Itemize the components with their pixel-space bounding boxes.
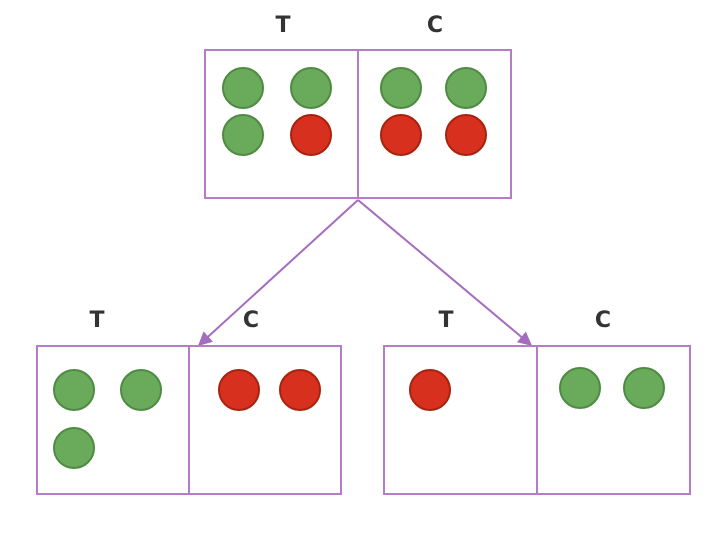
green-dot <box>222 67 264 109</box>
red-dot <box>409 369 451 411</box>
bottom-right-c-dots <box>559 367 665 409</box>
bottom-right-group: T C <box>383 308 691 495</box>
green-dot <box>559 367 601 409</box>
red-dot <box>290 114 332 156</box>
red-dot <box>279 369 321 411</box>
green-dot <box>623 367 665 409</box>
green-dot <box>120 369 162 411</box>
top-label-t: T <box>275 13 290 38</box>
top-group: T C <box>204 13 512 199</box>
bottom-left-label-c: C <box>243 308 259 333</box>
bottom-left-cell-t <box>36 345 190 495</box>
bottom-right-label-t: T <box>438 308 453 333</box>
bottom-left-label-t: T <box>89 308 104 333</box>
red-dot <box>445 114 487 156</box>
bottom-right-cell-t <box>383 345 538 495</box>
bottom-left-cell-c <box>188 345 342 495</box>
green-dot <box>445 67 487 109</box>
bottom-right-t-dots <box>409 369 451 411</box>
arrow-to-right-split <box>357 199 533 346</box>
green-dot <box>380 67 422 109</box>
bottom-left-t-dots <box>53 369 162 469</box>
top-c-dots <box>380 67 487 156</box>
red-dot <box>380 114 422 156</box>
green-dot <box>53 427 95 469</box>
bottom-left-c-dots <box>218 369 321 411</box>
arrow-to-left-split <box>197 199 359 346</box>
green-dot <box>222 114 264 156</box>
bottom-left-group: T C <box>36 308 342 495</box>
red-dot <box>218 369 260 411</box>
top-label-c: C <box>427 13 443 38</box>
top-cell-c <box>357 49 512 199</box>
top-t-dots <box>222 67 332 156</box>
green-dot <box>53 369 95 411</box>
bottom-right-cell-c <box>536 345 691 495</box>
bottom-right-label-c: C <box>595 308 611 333</box>
green-dot <box>290 67 332 109</box>
